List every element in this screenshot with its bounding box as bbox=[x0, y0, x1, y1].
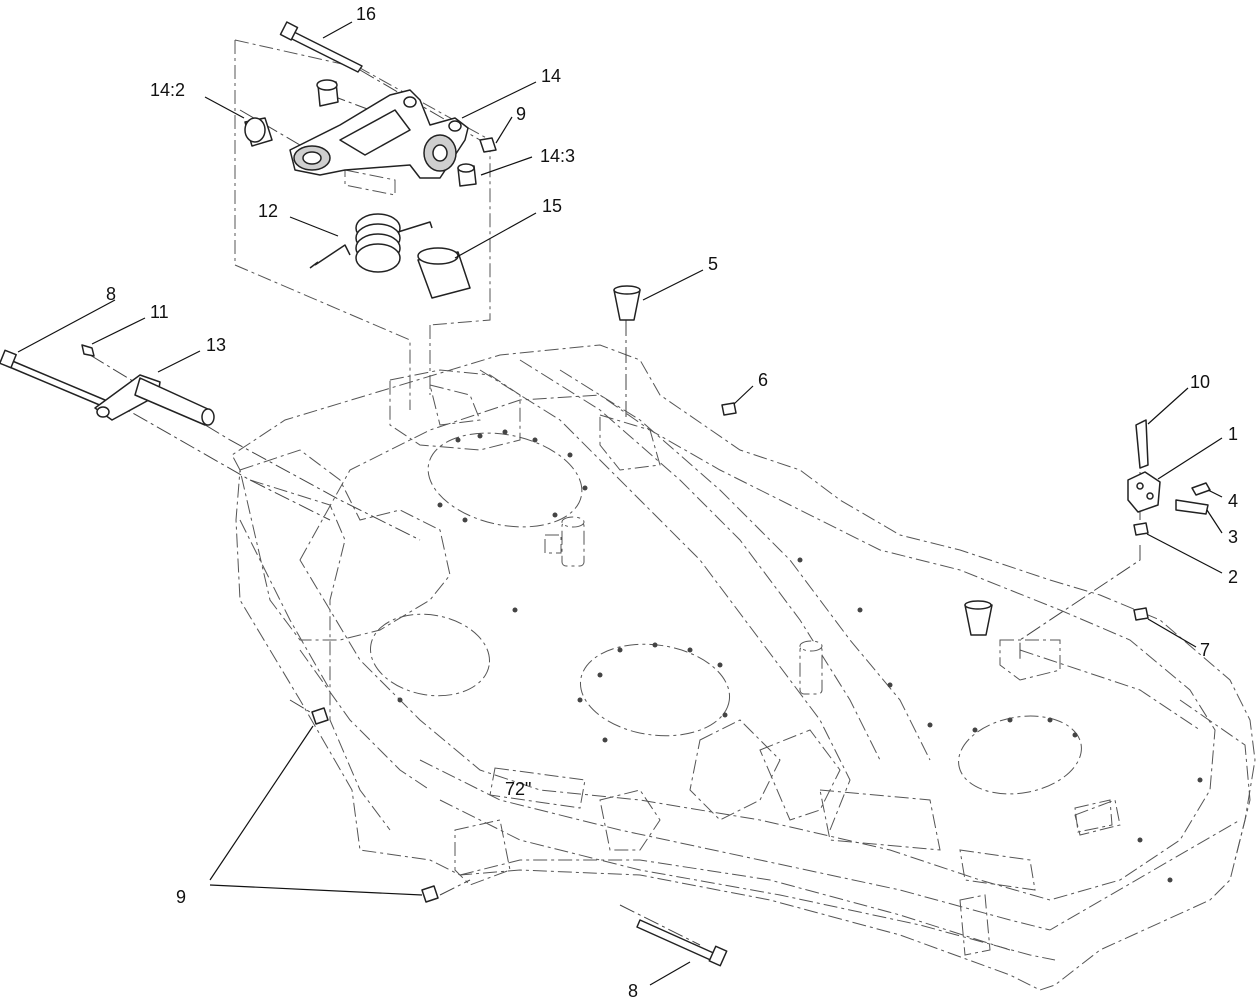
callout-10: 10 bbox=[1190, 372, 1210, 392]
callout-6: 6 bbox=[758, 370, 768, 390]
nut-9-bottom bbox=[421, 885, 439, 903]
deck-decal: 72" bbox=[489, 767, 586, 809]
callout-14-3: 14:3 bbox=[540, 146, 575, 166]
clip-4 bbox=[1191, 482, 1211, 496]
assembly-lines bbox=[89, 39, 1141, 946]
callout-4: 4 bbox=[1228, 491, 1238, 511]
bolt-8-bottom bbox=[636, 919, 728, 967]
callout-2: 2 bbox=[1228, 567, 1238, 587]
spacer-15 bbox=[417, 247, 471, 299]
deck-holes bbox=[397, 429, 1203, 883]
nut-6 bbox=[721, 402, 737, 416]
bolt-16 bbox=[279, 21, 363, 73]
spring-12 bbox=[309, 213, 433, 273]
bushing-14-3 bbox=[457, 163, 477, 187]
callout-11: 11 bbox=[150, 302, 169, 322]
callout-15: 15 bbox=[542, 196, 562, 216]
callout-14-2: 14:2 bbox=[150, 80, 185, 100]
callout-9-top: 9 bbox=[516, 104, 526, 124]
callout-7: 7 bbox=[1200, 640, 1210, 660]
deck-decal-text: 72" bbox=[505, 779, 531, 799]
nut-7 bbox=[1133, 607, 1149, 621]
pin-10 bbox=[1135, 419, 1149, 469]
callout-8-bottom: 8 bbox=[628, 981, 638, 1001]
callout-16: 16 bbox=[356, 4, 376, 24]
callout-labels: 16 14:2 14 9 14:3 12 15 5 8 11 13 6 10 1… bbox=[106, 4, 1238, 1001]
leader-lines bbox=[17, 21, 1223, 986]
callout-5: 5 bbox=[708, 254, 718, 274]
grease-fitting-11 bbox=[81, 344, 95, 357]
idler-arm-14 bbox=[289, 89, 469, 179]
callout-13: 13 bbox=[206, 335, 226, 355]
pivot-arm-13 bbox=[94, 374, 215, 426]
callout-1: 1 bbox=[1228, 424, 1238, 444]
bushing-14-2 bbox=[244, 117, 273, 147]
bracket-1 bbox=[1127, 471, 1161, 513]
pin-3 bbox=[1175, 499, 1209, 515]
bushing-top bbox=[316, 79, 339, 107]
callout-14: 14 bbox=[541, 66, 561, 86]
callout-12: 12 bbox=[258, 201, 278, 221]
callout-8-left: 8 bbox=[106, 284, 116, 304]
bolt-8-left bbox=[0, 349, 106, 407]
nut-9-top bbox=[479, 137, 497, 153]
callout-9-bottom: 9 bbox=[176, 887, 186, 907]
callout-3: 3 bbox=[1228, 527, 1238, 547]
nut-2 bbox=[1133, 522, 1149, 536]
nut-9-left bbox=[311, 707, 329, 725]
mower-deck: 72" bbox=[231, 344, 1256, 991]
bumper-5 bbox=[613, 285, 993, 636]
